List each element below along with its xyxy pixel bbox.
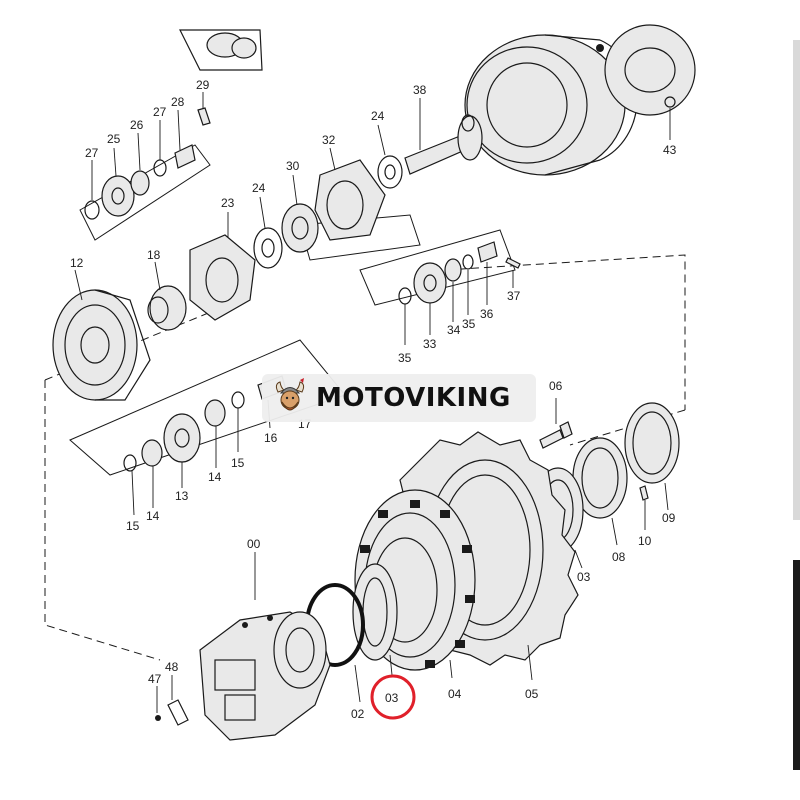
label-36: 36 (480, 307, 494, 321)
highlight-circle (370, 674, 416, 720)
label-38: 38 (413, 83, 427, 97)
part-27-washer-a (84, 160, 100, 220)
right-edge-strip-dark (793, 560, 800, 770)
part-28-pin (174, 109, 196, 169)
part-38-shaft (404, 98, 483, 175)
label-24a: 24 (371, 109, 385, 123)
part-34-bearing (444, 258, 462, 322)
part-14-bearing-b (204, 399, 226, 468)
part-43-bolt (664, 96, 676, 140)
frame-upper-left (79, 144, 211, 241)
label-03-highlighted: 03 (385, 691, 399, 705)
label-35a: 35 (398, 351, 412, 365)
part-24-washer-upper (377, 124, 403, 189)
label-35b: 35 (462, 317, 476, 331)
part-35-washer-b (462, 254, 474, 315)
label-32: 32 (322, 133, 336, 147)
part-09-floating-seal (624, 402, 680, 511)
label-08: 08 (612, 550, 626, 564)
part-23-planet-carrier (189, 212, 256, 321)
part-labels: 00 02 03 03 04 05 06 08 09 10 12 13 14 1… (70, 78, 677, 721)
watermark-badge: MOTOVIKING (262, 374, 536, 422)
part-15-washer-b (231, 391, 245, 452)
part-37-pin (505, 257, 521, 288)
label-03: 03 (577, 570, 591, 584)
part-36-pin (477, 241, 498, 305)
brand-name: MOTOVIKING (316, 383, 511, 413)
label-33: 33 (423, 337, 437, 351)
part-00-travel-motor (199, 552, 331, 741)
frame-upper-right (359, 229, 516, 306)
label-48: 48 (165, 660, 179, 674)
label-26: 26 (130, 118, 144, 132)
label-15a: 15 (126, 519, 140, 533)
label-25: 25 (107, 132, 121, 146)
part-18-sun-gear (147, 261, 187, 331)
part-top-fragment (179, 29, 263, 71)
part-25-gear (101, 147, 135, 217)
label-18: 18 (147, 248, 161, 262)
part-06-bolt (539, 398, 573, 449)
label-09: 09 (662, 511, 676, 525)
label-00: 00 (247, 537, 261, 551)
part-48-plate (167, 675, 189, 726)
label-47: 47 (148, 672, 162, 686)
label-43: 43 (663, 143, 677, 157)
part-27-washer-b (153, 120, 167, 177)
label-02: 02 (351, 707, 365, 721)
label-06: 06 (549, 379, 563, 393)
part-12-ring-gear (52, 269, 151, 401)
right-edge-strip (793, 40, 800, 520)
label-12: 12 (70, 256, 84, 270)
label-16: 16 (264, 431, 278, 445)
part-24-washer-lower (253, 196, 283, 269)
part-33-gear (413, 262, 447, 335)
label-10: 10 (638, 534, 652, 548)
part-32-carrier (314, 147, 386, 241)
label-37: 37 (507, 289, 521, 303)
label-24b: 24 (252, 181, 266, 195)
part-flange-top-right (596, 24, 696, 116)
label-14b: 14 (208, 470, 222, 484)
part-03-bearing-left (352, 563, 398, 676)
part-14-bearing-a (141, 439, 163, 508)
assembly-dashed-outline (44, 254, 686, 661)
label-23: 23 (221, 196, 235, 210)
part-30-bearing (281, 174, 319, 253)
part-29-pin (197, 92, 211, 126)
label-29: 29 (196, 78, 210, 92)
viking-mascot-icon (275, 378, 305, 411)
label-27a: 27 (85, 146, 99, 160)
label-15b: 15 (231, 456, 245, 470)
part-08-seal-ring (572, 437, 628, 546)
part-47-screw (155, 686, 161, 721)
part-10-pin (639, 485, 649, 530)
label-30: 30 (286, 159, 300, 173)
label-14a: 14 (146, 509, 160, 523)
label-27b: 27 (153, 105, 167, 119)
label-13: 13 (175, 489, 189, 503)
part-13-gear (163, 413, 201, 488)
part-26-bearing (130, 132, 150, 196)
part-15-washer-a (123, 454, 137, 516)
label-04: 04 (448, 687, 462, 701)
label-28: 28 (171, 95, 185, 109)
part-35-washer-a (398, 287, 412, 345)
label-34: 34 (447, 323, 461, 337)
label-05: 05 (525, 687, 539, 701)
